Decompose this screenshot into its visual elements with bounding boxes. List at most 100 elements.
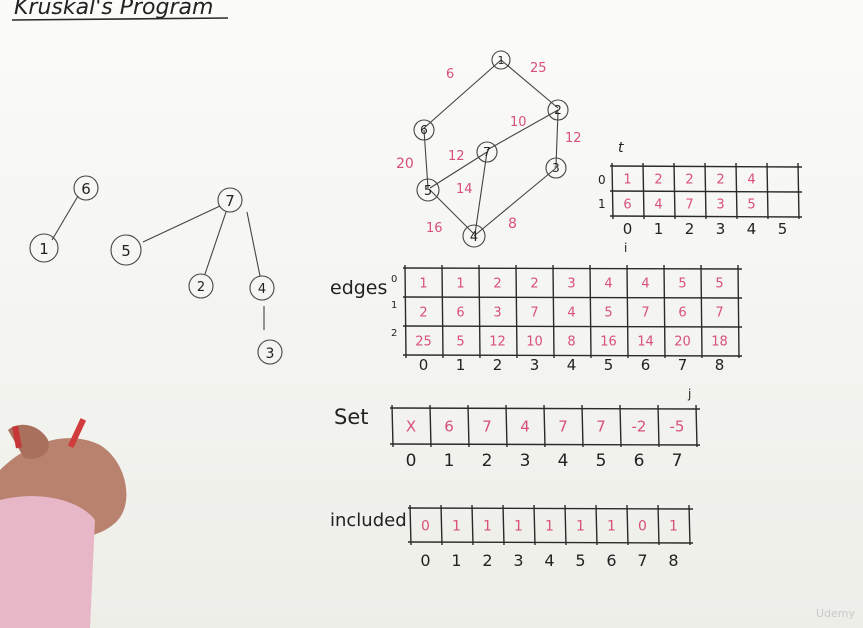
set-array-grid: [389, 404, 701, 448]
graph-node: 7: [476, 141, 498, 163]
svg-text:2: 2: [197, 280, 205, 295]
red-marker-icon: [12, 425, 22, 449]
table-cell: 20: [674, 334, 691, 349]
grid-line: [471, 504, 474, 546]
forest-node: 3: [257, 339, 283, 365]
grid-line: [626, 504, 629, 546]
edges-table-label: edges: [330, 277, 387, 299]
grid-line: [663, 264, 666, 359]
column-index: 7: [672, 451, 683, 471]
graph-node: 1: [491, 50, 511, 70]
edge-weight: 25: [530, 61, 547, 76]
table-cell: 1: [669, 518, 678, 534]
table-cell: 7: [685, 197, 693, 212]
svg-text:3: 3: [266, 346, 275, 362]
column-index: 5: [596, 451, 607, 471]
grid-line: [766, 162, 769, 220]
grid-line: [505, 404, 508, 448]
grid-line: [402, 325, 743, 328]
table-cell: 5: [604, 305, 612, 320]
column-index: 3: [530, 356, 540, 374]
table-cell: 1: [514, 518, 523, 534]
table-cell: 7: [558, 418, 568, 436]
grid-line: [552, 264, 555, 359]
edge-weight: 8: [508, 216, 517, 232]
grid-line: [673, 162, 676, 220]
table-cell: 7: [530, 305, 538, 320]
edge-weight: 16: [426, 221, 443, 236]
table-cell: 2: [419, 305, 427, 320]
table-cell: 6: [623, 197, 631, 212]
grid-line: [704, 162, 707, 220]
graph-node: 3: [545, 157, 567, 179]
table-cell: 2: [654, 172, 662, 187]
grid-line: [407, 541, 694, 544]
grid-line: [543, 404, 546, 448]
grid-line: [797, 162, 800, 220]
column-index: 0: [623, 220, 633, 238]
t-row-label: 1: [598, 197, 606, 211]
svg-text:7: 7: [483, 145, 491, 159]
graph-edge-3-4: [473, 167, 557, 237]
edge-weight: 10: [510, 115, 527, 130]
column-index: 3: [520, 451, 531, 471]
grid-line: [735, 162, 738, 220]
grid-line: [564, 504, 567, 546]
table-cell: X: [406, 418, 416, 436]
column-index: 4: [558, 451, 569, 471]
table-cell: 4: [520, 418, 530, 436]
edges-row-label: 1: [391, 300, 397, 311]
graph-edge-5-4: [429, 189, 475, 235]
table-cell: 6: [444, 418, 454, 436]
column-index: 8: [668, 551, 678, 570]
table-cell: 5: [715, 276, 723, 291]
edges-pointer-label: j: [687, 387, 691, 401]
column-index: 3: [716, 220, 726, 238]
graph-edge-1-6: [423, 59, 502, 129]
grid-line: [626, 264, 629, 359]
disjoint-set-forest: 6 1 7 5 2 4 3: [29, 175, 283, 365]
grid-line: [402, 354, 743, 357]
table-cell: 1: [576, 518, 585, 534]
table-cell: 14: [637, 334, 654, 349]
table-cell: 2: [530, 276, 538, 291]
grid-line: [402, 296, 743, 299]
svg-text:4: 4: [258, 282, 266, 297]
t-table-label: t: [618, 140, 624, 156]
grid-line: [700, 264, 703, 359]
svg-text:6: 6: [420, 123, 428, 137]
table-cell: 1: [545, 518, 554, 534]
svg-text:1: 1: [498, 54, 505, 67]
column-index: 0: [420, 551, 430, 570]
grid-line: [429, 404, 432, 448]
column-index: 5: [575, 551, 585, 570]
column-index: 1: [451, 551, 461, 570]
table-cell: 4: [654, 197, 662, 212]
column-index: 1: [654, 220, 664, 238]
table-cell: 6: [456, 305, 464, 320]
column-index: 2: [493, 356, 503, 374]
column-index: 2: [685, 220, 695, 238]
table-cell: 2: [685, 172, 693, 187]
svg-text:7: 7: [225, 192, 235, 210]
table-cell: 7: [715, 305, 723, 320]
forest-edge: [204, 211, 227, 275]
edge-weight: 20: [396, 156, 414, 172]
grid-line: [407, 507, 694, 510]
table-cell: 10: [526, 334, 543, 349]
title-underline: [11, 17, 229, 21]
table-cell: 6: [678, 305, 686, 320]
table-cell: 4: [567, 305, 575, 320]
instructor-hand: [0, 418, 127, 628]
edges-table-grid: [402, 264, 743, 359]
edge-weight: 12: [565, 131, 582, 146]
table-cell: 4: [604, 276, 612, 291]
grid-line: [409, 504, 412, 546]
column-index: 4: [544, 551, 554, 570]
